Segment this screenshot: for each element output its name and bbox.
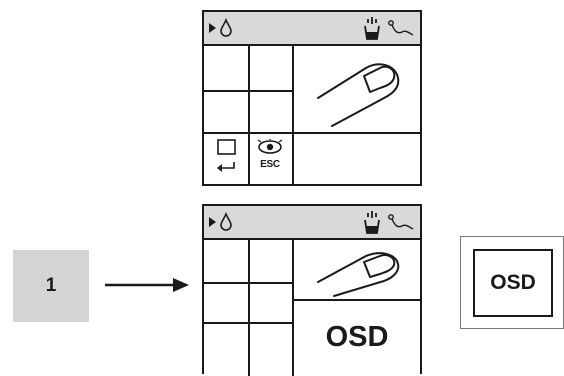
screen-top: ESC bbox=[202, 10, 422, 186]
screen-bottom-header bbox=[204, 206, 420, 240]
grid-line bbox=[248, 132, 250, 184]
screen-top-header bbox=[204, 12, 420, 46]
curve-icon[interactable] bbox=[388, 214, 414, 232]
square-button-icon[interactable] bbox=[217, 139, 236, 155]
dispense-cup-icon[interactable] bbox=[363, 17, 381, 41]
finger-press-icon bbox=[317, 252, 400, 297]
osd-display-panel: OSD bbox=[460, 236, 564, 329]
play-arrow-icon bbox=[209, 23, 216, 33]
grid-line bbox=[204, 322, 292, 324]
enter-arrow-icon[interactable] bbox=[216, 161, 236, 173]
eye-icon[interactable] bbox=[257, 139, 283, 155]
grid-line bbox=[204, 90, 292, 92]
play-arrow-icon bbox=[209, 217, 216, 227]
arrow-right-icon bbox=[105, 278, 189, 292]
grid-line bbox=[204, 282, 292, 284]
water-drop-icon bbox=[220, 17, 232, 37]
grid-line bbox=[292, 46, 294, 134]
step-number-box: 1 bbox=[13, 250, 89, 322]
osd-screen-text: OSD bbox=[325, 321, 389, 353]
curve-icon[interactable] bbox=[388, 20, 414, 38]
osd-label: OSD bbox=[473, 249, 553, 317]
grid-line bbox=[204, 132, 420, 134]
grid-line bbox=[248, 240, 250, 376]
screen-bottom: OSD bbox=[202, 204, 422, 376]
finger-press-icon bbox=[317, 63, 400, 127]
esc-label[interactable]: ESC bbox=[260, 159, 280, 170]
grid-line bbox=[292, 299, 420, 301]
grid-line bbox=[292, 240, 294, 376]
water-drop-icon bbox=[220, 211, 232, 231]
grid-line bbox=[292, 132, 294, 184]
dispense-cup-icon[interactable] bbox=[363, 211, 381, 235]
